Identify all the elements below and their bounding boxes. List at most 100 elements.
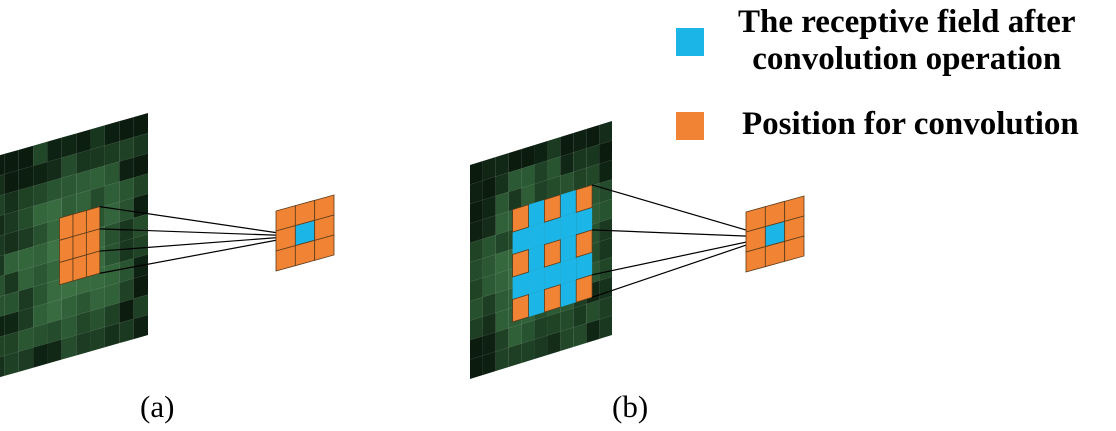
- receptive-field-cell: [560, 257, 577, 285]
- feature-map-cell: [495, 172, 509, 196]
- output-cell: [784, 235, 805, 262]
- feature-map-cell: [482, 234, 496, 259]
- receptive-field-cell: [528, 199, 545, 228]
- feature-map-cell: [47, 339, 62, 364]
- feature-map-cell: [586, 125, 600, 149]
- feature-map-cell: [133, 254, 148, 279]
- receptive-field-cell: [560, 279, 577, 308]
- feature-map-cell: [104, 121, 120, 146]
- receptive-field-cell: [528, 289, 545, 318]
- feature-map-cell: [470, 258, 483, 282]
- feature-map-cell: [119, 238, 134, 263]
- feature-map-cell: [104, 181, 120, 206]
- convolution-position-cell: [512, 293, 529, 323]
- legend-label-receptive-field-line1: The receptive field after: [738, 4, 1076, 40]
- kernel-a: [59, 206, 101, 286]
- projection-lines-b: [591, 184, 771, 298]
- feature-map-cell: [0, 234, 5, 257]
- feature-map-cell: [76, 129, 91, 154]
- feature-map-cell: [470, 277, 483, 302]
- feature-map-cell: [0, 194, 5, 216]
- convolution-position-cell: [59, 258, 74, 286]
- feature-map-cell: [33, 282, 48, 308]
- feature-map-cell: [521, 183, 535, 208]
- feature-map-cell: [104, 282, 120, 307]
- feature-map-cell: [119, 137, 134, 162]
- feature-map-cell: [4, 291, 19, 316]
- feature-map-cell: [18, 226, 34, 251]
- convolution-position-cell: [85, 228, 101, 256]
- feature-map-cell: [61, 315, 77, 340]
- feature-map-cell: [90, 165, 105, 190]
- projection-line: [99, 206, 300, 237]
- feature-map-cell: [18, 266, 34, 292]
- feature-map-cell: [90, 125, 105, 150]
- convolution-position-cell: [512, 249, 529, 278]
- convolution-position-cell: [59, 235, 74, 264]
- legend-label-convolution-position: Position for convolution: [742, 106, 1079, 143]
- receptive-field-cell: [512, 227, 529, 255]
- feature-map-cell: [0, 315, 5, 337]
- receptive-field-cell: [544, 262, 561, 290]
- feature-map-cell: [495, 153, 509, 177]
- feature-map-cell: [76, 169, 91, 194]
- feature-map-cell: [508, 149, 522, 173]
- feature-map-cell: [495, 230, 509, 255]
- feature-map-cell: [599, 159, 612, 184]
- feature-map-cell: [573, 167, 587, 192]
- receptive-field-cell: [544, 217, 561, 245]
- feature-map-cell: [547, 137, 561, 161]
- feature-map-cell: [47, 157, 62, 182]
- feature-map-cell: [104, 201, 120, 227]
- feature-map-cell: [599, 121, 612, 145]
- feature-map-cell: [90, 286, 105, 311]
- feature-map-cell: [0, 254, 5, 277]
- output-cell: [314, 234, 335, 261]
- feature-map-cell: [508, 343, 522, 367]
- convolution-position-cell: [575, 184, 593, 213]
- convolution-position-cell: [72, 209, 87, 238]
- feature-map-cell: [18, 307, 34, 332]
- feature-map-cell: [47, 319, 62, 344]
- feature-map-cell: [470, 355, 483, 379]
- receptive-field-cell: [576, 207, 593, 235]
- feature-map-cell: [521, 145, 535, 169]
- feature-map-cell: [33, 242, 48, 267]
- feature-map-cell: [470, 336, 483, 360]
- feature-map-cell: [573, 129, 587, 153]
- feature-map-cell: [104, 141, 120, 166]
- feature-map-cell: [495, 328, 509, 352]
- convolution-position-cell: [512, 204, 529, 233]
- projection-line: [99, 235, 300, 252]
- feature-map-cell: [470, 199, 483, 224]
- feature-map-cell: [4, 311, 19, 336]
- feature-map-cell: [573, 323, 587, 347]
- feature-map-cell: [599, 296, 612, 320]
- feature-map-cell: [4, 331, 19, 356]
- feature-map-cell: [33, 161, 48, 187]
- feature-map-cell: [599, 140, 612, 164]
- feature-map-cell: [61, 194, 77, 219]
- convolution-position-cell: [575, 229, 593, 258]
- feature-map-cell: [470, 219, 483, 243]
- panel-a-diagram: [0, 113, 335, 378]
- receptive-field-cell: [576, 252, 593, 280]
- feature-map-cell: [133, 133, 148, 158]
- feature-map-cell: [470, 316, 483, 341]
- feature-map-cell: [482, 215, 496, 239]
- feature-map-cell: [482, 293, 496, 317]
- feature-map-cell: [133, 193, 148, 218]
- projection-line: [591, 236, 771, 276]
- feature-map-cell: [599, 179, 612, 203]
- feature-map-cell: [61, 133, 77, 158]
- feature-map-cell: [18, 347, 34, 372]
- feature-map-cell: [61, 294, 77, 320]
- feature-map-cell: [482, 312, 496, 337]
- convolution-position-cell: [72, 232, 87, 260]
- feature-map-cell: [90, 145, 105, 170]
- feature-map-cell: [4, 190, 19, 215]
- feature-map-cell: [119, 278, 134, 303]
- feature-map-cell: [119, 197, 134, 223]
- feature-map-cell: [133, 234, 148, 259]
